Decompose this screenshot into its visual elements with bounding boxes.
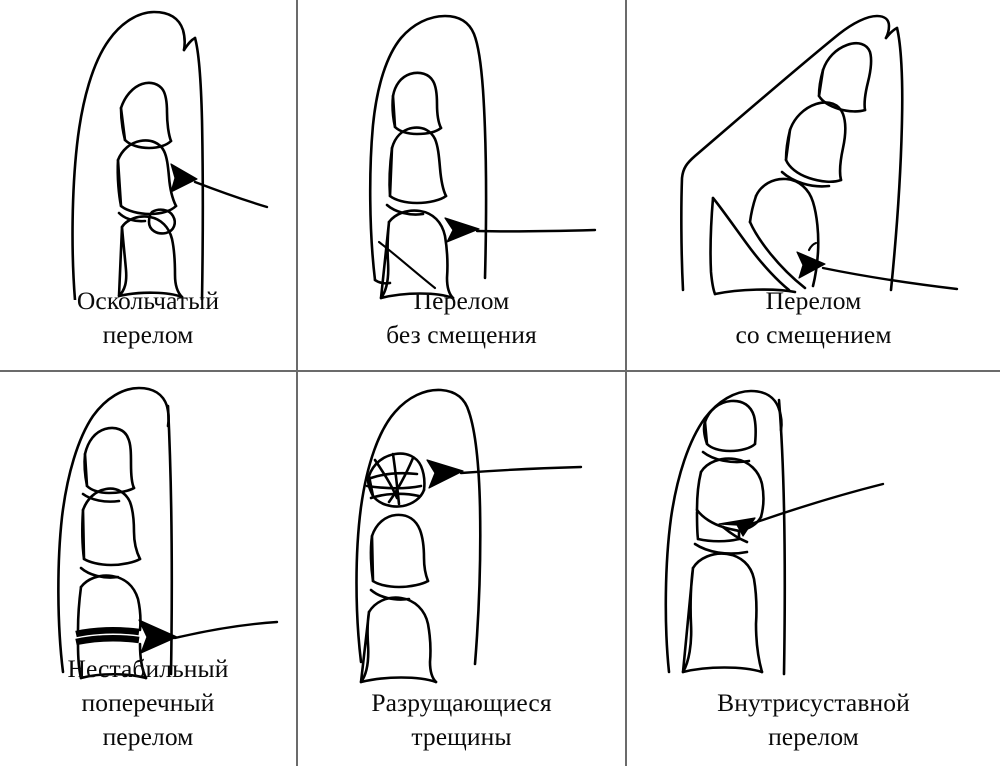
arrow-pointing-to-displaced-bone-end xyxy=(796,251,826,279)
arrow-pointing-to-shattered-tip xyxy=(426,459,464,489)
caption-comminuted-fracture: Оскольчатый перелом xyxy=(76,286,220,350)
caption-non-displaced-fracture: Перелом без смещения xyxy=(386,286,537,350)
caption-displaced-fracture: Перелом со смещением xyxy=(735,286,892,350)
arrow-pointing-to-bone-fragment xyxy=(170,163,198,193)
cell-unstable-transverse-fracture: Нестабильный поперечный перелом xyxy=(0,372,298,766)
cell-non-displaced-fracture: Перелом без смещения xyxy=(298,0,627,372)
caption-unstable-transverse-fracture: Нестабильный поперечный перелом xyxy=(67,654,229,752)
cell-comminuted-fracture: Оскольчатый перелом xyxy=(0,0,298,372)
finger-unstable-transverse-fracture-diagram xyxy=(57,386,279,680)
cell-crush-cracks: Разрущающиеся трещины xyxy=(298,372,627,766)
cell-displaced-fracture: Перелом со смещением xyxy=(627,0,1000,372)
cell-intra-articular-fracture: Внутрисуставной перелом xyxy=(627,372,1000,766)
arrow-pointing-to-oblique-fracture-line xyxy=(444,217,480,243)
arrow-pointing-to-joint-surface-fracture xyxy=(718,517,756,537)
caption-intra-articular-fracture: Внутрисуставной перелом xyxy=(717,688,910,752)
caption-crush-cracks: Разрущающиеся трещины xyxy=(371,688,552,752)
finger-non-displaced-fracture-diagram xyxy=(368,14,597,300)
finger-crush-cracks-diagram xyxy=(355,388,583,684)
finger-comminuted-fracture-diagram xyxy=(71,10,269,300)
finger-displaced-angulated-fracture-diagram xyxy=(680,14,959,296)
arrow-pointing-to-transverse-fracture-line xyxy=(138,619,178,654)
finger-intra-articular-fracture-diagram xyxy=(664,389,885,676)
transverse-fracture-line xyxy=(75,627,140,638)
